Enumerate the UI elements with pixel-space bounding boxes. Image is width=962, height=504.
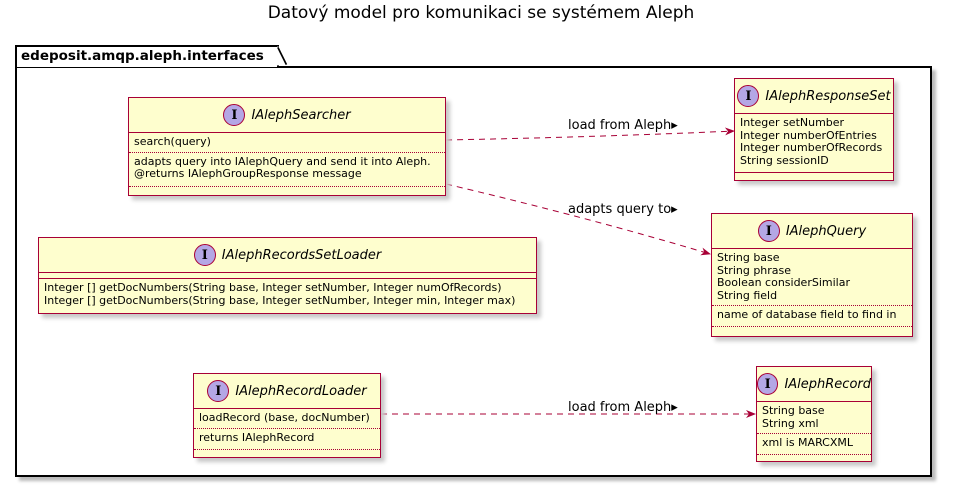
class-name: IAlephResponseSet [765, 88, 891, 104]
method-section: search(query) [129, 133, 445, 152]
relation-searcher-query [445, 183, 711, 256]
class-ialephrecord[interactable]: I IAlephRecord String base String xml xm… [756, 366, 872, 462]
field-line: Boolean considerSimilar [717, 276, 850, 289]
interface-badge-icon: I [737, 85, 760, 107]
interface-badge-icon: I [193, 244, 216, 266]
note-line: xml is MARCXML [762, 436, 854, 449]
method-line: search(query) [134, 135, 211, 148]
field-line: String base [717, 251, 780, 264]
note-section: returns IAlephRecord [194, 427, 380, 448]
method-section: loadRecord (base, docNumber) [194, 409, 380, 428]
field-line: String xml [762, 416, 819, 430]
class-header: I IAlephResponseSet [735, 79, 893, 114]
class-header: I IAlephRecord [757, 367, 871, 402]
class-ialephsearcher[interactable]: I IAlephSearcher search(query) adapts qu… [128, 97, 446, 196]
class-header: I IAlephRecordsSetLoader [39, 238, 536, 273]
section-divider [129, 185, 445, 187]
note-line: adapts query into IAlephQuery and send i… [134, 154, 431, 168]
interface-badge-icon: I [757, 373, 779, 395]
section-divider [712, 325, 912, 327]
relation-label: adapts query to▸ [568, 202, 678, 217]
method-section: Integer [] getDocNumbers(String base, In… [39, 279, 536, 310]
diagram-title: Datový model pro komunikaci se systémem … [267, 3, 695, 23]
class-ialephrecordssetloader[interactable]: I IAlephRecordsSetLoader Integer [] getD… [38, 237, 537, 314]
class-header: I IAlephSearcher [129, 98, 445, 133]
field-section: String base String xml [757, 402, 871, 433]
relation-searcher-responseset [445, 127, 735, 141]
section-divider [194, 449, 380, 450]
package-tab: edeposit.amqp.aleph.interfaces [15, 45, 279, 67]
class-ialephquery[interactable]: I IAlephQuery String base String phrase … [711, 213, 913, 337]
method-line: loadRecord (base, docNumber) [199, 411, 370, 424]
note-line: returns IAlephRecord [199, 430, 315, 444]
class-ialephrecordloader[interactable]: I IAlephRecordLoader loadRecord (base, d… [193, 373, 381, 458]
class-ialephresponseset[interactable]: I IAlephResponseSet Integer setNumber In… [734, 78, 894, 181]
field-line: Integer numberOfEntries [740, 128, 877, 142]
class-name: IAlephSearcher [251, 107, 351, 123]
section-divider [39, 273, 536, 279]
note-line: @returns IAlephGroupResponse message [134, 167, 362, 180]
class-name: IAlephRecordsSetLoader [221, 247, 382, 263]
note-section: adapts query into IAlephQuery and send i… [129, 151, 445, 184]
field-section: Integer setNumber Integer numberOfEntrie… [735, 114, 893, 170]
method-line: Integer [] getDocNumbers(String base, In… [44, 281, 502, 294]
class-name: IAlephQuery [785, 223, 867, 239]
class-header: I IAlephRecordLoader [194, 374, 380, 409]
relation-label: load from Aleph▸ [568, 400, 678, 415]
field-line: String base [762, 404, 825, 417]
relation-label: load from Aleph▸ [568, 118, 678, 133]
field-section: String base String phrase Boolean consid… [712, 249, 912, 305]
class-header: I IAlephQuery [712, 214, 912, 249]
field-line: String phrase [717, 263, 792, 277]
package-name: edeposit.amqp.aleph.interfaces [21, 48, 264, 64]
section-divider [757, 453, 871, 455]
section-divider [735, 172, 893, 173]
class-name: IAlephRecordLoader [235, 383, 367, 399]
field-line: String sessionID [740, 153, 829, 167]
note-section: xml is MARCXML [757, 433, 871, 453]
class-name: IAlephRecord [784, 376, 871, 392]
interface-badge-icon: I [223, 104, 246, 126]
interface-badge-icon: I [757, 220, 780, 242]
package-tab-corner [277, 46, 288, 66]
method-line: Integer [] getDocNumbers(String base, In… [44, 293, 516, 307]
note-line: name of database field to find in [717, 308, 897, 321]
note-section: name of database field to find in [712, 305, 912, 325]
field-line: Integer numberOfRecords [740, 141, 883, 154]
field-line: String field [717, 288, 778, 302]
interface-badge-icon: I [207, 380, 230, 402]
field-line: Integer setNumber [740, 116, 845, 129]
